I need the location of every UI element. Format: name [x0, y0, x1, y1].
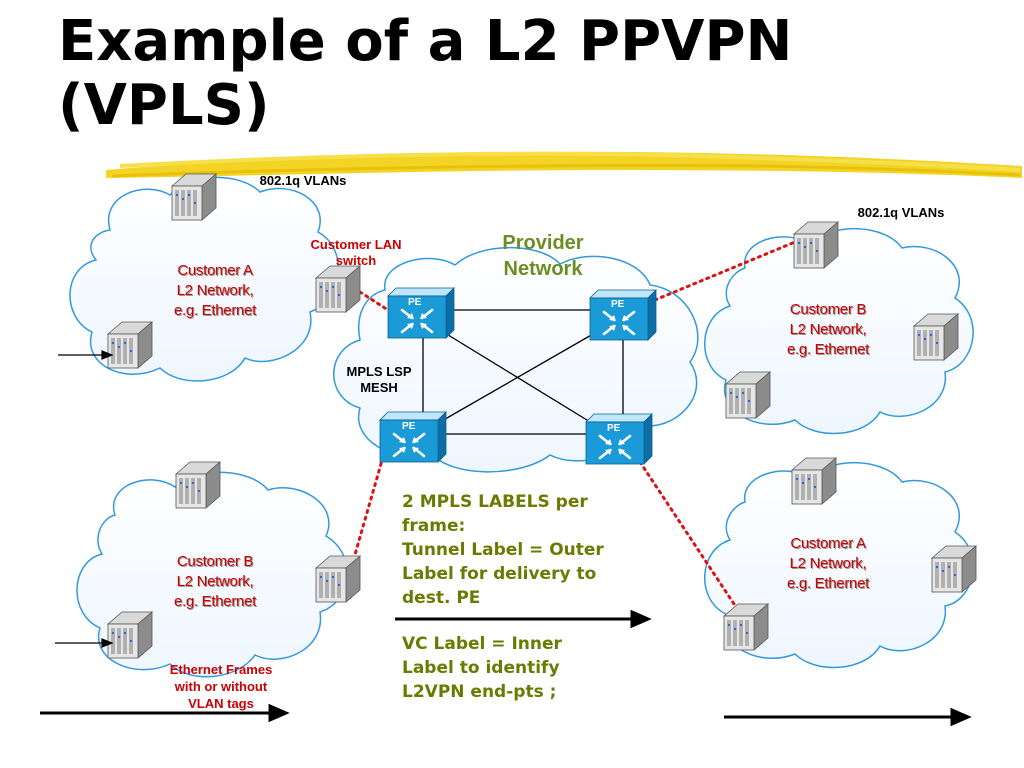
customer-b-top-right-network: L2 Network,: [789, 321, 867, 338]
pe-label-bottom-right: PE: [607, 423, 621, 434]
customer-lan-switch-label-line-1: Customer LAN: [310, 237, 402, 252]
customer-a-bottom-right-label: Customer A L2 Network, e.g. Ethernet: [753, 534, 903, 594]
mpls-labels-explanation: 2 MPLS LABELS per frame: Tunnel Label = …: [402, 490, 662, 610]
customer-b-bottom-left-network: L2 Network,: [176, 573, 254, 590]
pe-label-top-right: PE: [611, 299, 625, 310]
mpls-lsp-mesh-links: [422, 309, 624, 435]
customer-b-top-right-label: Customer B L2 Network, e.g. Ethernet: [753, 300, 903, 360]
ethernet-frames-label-line-3: VLAN tags: [188, 696, 254, 711]
customer-lan-switch-label: Customer LAN switch: [290, 237, 422, 269]
switch-icon-bottom-left-2: [315, 555, 361, 603]
customer-a-top-left-name: Customer A: [177, 262, 253, 279]
cloud-customer-b-top-right: [703, 227, 974, 435]
vc-label-line-1: VC Label = Inner: [402, 634, 562, 654]
attachment-circuits: [350, 240, 797, 612]
customer-b-bottom-left-label: Customer B L2 Network, e.g. Ethernet: [140, 552, 290, 612]
customer-lan-switch-label-line-2: switch: [335, 253, 377, 268]
pe-router-icon-bottom-left: [378, 410, 448, 464]
switch-icon-top-left-1: [171, 173, 217, 221]
pe-router-icon-bottom-right: [584, 412, 654, 466]
customer-b-bottom-left-name: Customer B: [176, 553, 254, 570]
ethernet-frames-label: Ethernet Frames with or without VLAN tag…: [148, 661, 294, 712]
ethernet-frames-label-line-1: Ethernet Frames: [169, 662, 273, 677]
pe-label-bottom-left: PE: [402, 421, 416, 432]
vc-label-line-3: L2VPN end-pts ;: [402, 682, 557, 702]
slide-title: Example of a L2 PPVPN (VPLS): [58, 10, 958, 138]
input-arrows: [55, 350, 114, 648]
slide-title-line-1: Example of a L2 PPVPN: [58, 9, 793, 74]
switch-icon-bottom-right-3: [723, 603, 769, 651]
vc-label-explanation: VC Label = Inner Label to identify L2VPN…: [402, 632, 662, 704]
slide-title-line-2: (VPLS): [58, 73, 270, 138]
pe-router-icon-top-left: [386, 286, 456, 340]
vc-label-line-2: Label to identify: [402, 658, 560, 678]
frame-flow-arrows: [40, 609, 972, 727]
switch-icon-top-right-3: [725, 371, 771, 419]
ethernet-frames-label-line-2: with or without: [174, 679, 268, 694]
mpls-labels-line-1: 2 MPLS LABELS per: [402, 492, 588, 512]
mpls-lsp-mesh-label-line-2: MESH: [360, 380, 398, 395]
switch-icon-top-left-2: [107, 321, 153, 369]
customer-a-bottom-right-name: Customer A: [790, 535, 866, 552]
switch-icon-top-right-1: [793, 221, 839, 269]
pe-router-icon-top-right: [588, 288, 658, 342]
switch-icon-bottom-right-1: [791, 457, 837, 505]
tunnel-label-line-3: dest. PE: [402, 588, 481, 608]
provider-network-label-line-2: Network: [503, 258, 583, 280]
tunnel-label-line-1: Tunnel Label = Outer: [402, 540, 604, 560]
mpls-lsp-mesh-label-line-1: MPLS LSP: [346, 364, 412, 379]
vlans-label-top-right: 802.1q VLANs: [857, 205, 945, 220]
pe-label-top-left: PE: [408, 297, 422, 308]
provider-network-label: Provider Network: [478, 230, 608, 282]
switch-icon-bottom-right-2: [931, 545, 977, 593]
customer-a-top-left-network: L2 Network,: [176, 282, 254, 299]
provider-network-label-line-1: Provider: [502, 232, 584, 254]
vlans-label-top-left: 802.1q VLANs: [259, 173, 347, 188]
title-highlight-stroke: [106, 151, 1022, 178]
customer-a-top-left-type: e.g. Ethernet: [174, 302, 256, 319]
switch-icon-top-right-2: [913, 313, 959, 361]
switch-icon-bottom-left-1: [175, 461, 221, 509]
customer-b-bottom-left-type: e.g. Ethernet: [174, 593, 256, 610]
switch-icon-bottom-left-3: [107, 611, 153, 659]
cloud-customer-a-bottom-right: [703, 461, 974, 669]
customer-b-top-right-name: Customer B: [789, 301, 867, 318]
customer-a-bottom-right-network: L2 Network,: [789, 555, 867, 572]
customer-b-top-right-type: e.g. Ethernet: [787, 341, 869, 358]
tunnel-label-line-2: Label for delivery to: [402, 564, 597, 584]
mpls-labels-line-2: frame:: [402, 516, 466, 536]
customer-a-bottom-right-type: e.g. Ethernet: [787, 575, 869, 592]
customer-lan-switch-icon: [315, 265, 361, 313]
mpls-lsp-mesh-label: MPLS LSP MESH: [330, 364, 428, 396]
customer-a-top-left-label: Customer A L2 Network, e.g. Ethernet: [140, 261, 290, 321]
